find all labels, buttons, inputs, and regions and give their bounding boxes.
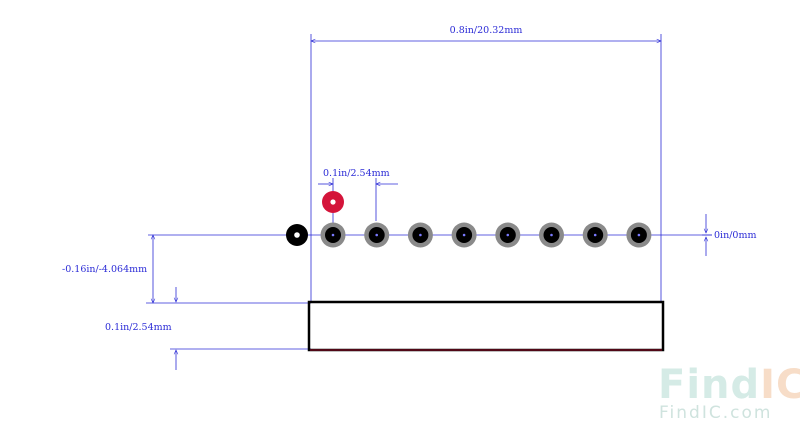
dimension-total-width: 0.8in/20.32mm	[311, 25, 661, 302]
pin-7	[582, 222, 608, 248]
pin-center-dot	[593, 233, 597, 237]
pin-4	[451, 222, 477, 248]
component-body-outline	[307, 300, 665, 352]
dimension-row-offset: 0in/0mm	[702, 214, 756, 256]
mounting-hole-drill	[294, 232, 300, 238]
pin-center-dot	[506, 233, 510, 237]
pin-8	[626, 222, 652, 248]
pin-1	[320, 222, 346, 248]
pin-center-dot	[550, 233, 553, 237]
pin-center-dot	[419, 233, 422, 237]
dimension-pitch: 0.1in/2.54mm	[318, 168, 398, 221]
pin1-marker-drill	[330, 199, 336, 205]
pin-center-dot	[375, 233, 379, 237]
dimension-label-body-height: 0.1in/2.54mm	[105, 322, 172, 333]
findic-watermark: FindIC FindIC.com	[658, 362, 800, 423]
pin-6	[539, 222, 564, 248]
dimension-label-pitch: 0.1in/2.54mm	[323, 168, 390, 179]
watermark-brand-ic: IC	[760, 362, 800, 408]
dimension-body-height: 0.1in/2.54mm	[105, 287, 311, 370]
watermark-logo: FindIC	[658, 362, 800, 408]
mounting-hole	[286, 224, 308, 246]
pin-center-dot	[637, 233, 641, 237]
dimension-label-row-offset: 0in/0mm	[714, 230, 756, 241]
pin-row	[286, 191, 652, 248]
dimension-pin-to-body: -0.16in/-4.064mm	[62, 235, 311, 303]
watermark-url: FindIC.com	[659, 403, 772, 423]
dimension-label-total-width: 0.8in/20.32mm	[450, 25, 523, 36]
dimension-label-pin-to-body: -0.16in/-4.064mm	[62, 264, 147, 275]
pin-2	[364, 222, 390, 248]
pin1-marker	[322, 191, 344, 213]
pin-center-dot	[462, 233, 466, 237]
pin-3	[407, 222, 433, 248]
pin-center-dot	[331, 233, 335, 237]
watermark-brand-find: Find	[658, 362, 760, 408]
pin-5	[495, 222, 521, 248]
